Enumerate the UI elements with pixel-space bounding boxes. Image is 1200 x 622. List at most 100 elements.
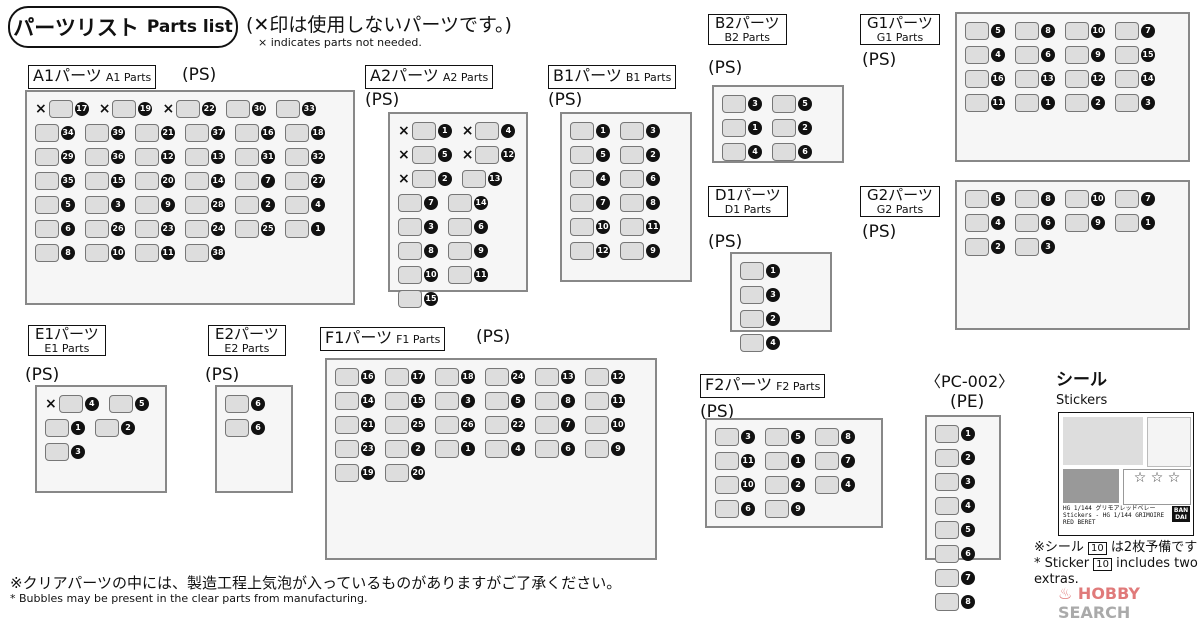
part-shape	[185, 172, 209, 190]
part-shape	[435, 392, 459, 410]
part: 11	[620, 218, 660, 236]
part-number: 11	[646, 220, 660, 234]
part-shape	[85, 220, 109, 238]
part-shape	[335, 416, 359, 434]
part-shape	[35, 124, 59, 142]
part-shape	[1015, 190, 1039, 208]
part-number: 6	[251, 397, 265, 411]
part-number: 5	[991, 24, 1005, 38]
part-number: 8	[841, 430, 855, 444]
part-number: 24	[211, 222, 225, 236]
part-shape	[35, 172, 59, 190]
part: 6	[620, 170, 660, 188]
part-number: 1	[311, 222, 325, 236]
part: 10	[570, 218, 610, 236]
sticker-group-b	[1147, 417, 1191, 467]
part-number: 13	[211, 150, 225, 164]
part-number: 9	[161, 198, 175, 212]
part-shape	[385, 440, 409, 458]
part-number: 26	[111, 222, 125, 236]
part-shape	[815, 428, 839, 446]
part-shape	[185, 124, 209, 142]
part-shape	[448, 194, 472, 212]
part-shape	[235, 196, 259, 214]
part-shape	[1115, 214, 1139, 232]
part-number: 5	[511, 394, 525, 408]
part: 4	[722, 143, 762, 161]
part-number: 5	[991, 192, 1005, 206]
part-number: 2	[261, 198, 275, 212]
part-number: 8	[961, 595, 975, 609]
part: 1	[765, 452, 805, 470]
part-number: 13	[487, 172, 502, 186]
part-number: 15	[424, 292, 438, 306]
part-number: 4	[84, 397, 99, 411]
part-number: 5	[961, 523, 975, 537]
part: 8	[815, 428, 855, 446]
part: 3	[935, 473, 975, 491]
part-shape	[965, 190, 989, 208]
part-shape	[135, 220, 159, 238]
part: 7	[935, 569, 975, 587]
part-number: 17	[411, 370, 425, 384]
part-shape	[1115, 46, 1139, 64]
part: 10	[85, 244, 125, 262]
part: 15	[85, 172, 125, 190]
part: 2	[965, 238, 1005, 256]
part-shape	[108, 395, 133, 413]
part-shape	[335, 464, 359, 482]
part-number: 1	[596, 124, 610, 138]
part-shape	[398, 290, 422, 308]
part-number: 4	[961, 499, 975, 513]
part: 8	[398, 242, 438, 260]
material-label: (PE)	[950, 392, 985, 412]
part-shape	[715, 428, 739, 446]
part-number: 1	[766, 264, 780, 278]
part-number: 21	[161, 126, 175, 140]
part-number: 4	[766, 336, 780, 350]
part-number: 2	[991, 240, 1005, 254]
part-shape	[1015, 238, 1039, 256]
part-shape	[475, 146, 500, 164]
part-shape	[1065, 46, 1089, 64]
part: 3	[722, 95, 762, 113]
runner-label-jp: E2パーツ	[215, 325, 279, 343]
part-number: 7	[424, 196, 438, 210]
part: 9	[620, 242, 660, 260]
runner-label-en: B2 Parts	[724, 31, 771, 44]
part-number: 5	[596, 148, 610, 162]
footer-note-en: * Bubbles may be present in the clear pa…	[10, 592, 368, 605]
part: 3	[715, 428, 755, 446]
part-shape	[485, 416, 509, 434]
part-number: 38	[211, 246, 225, 260]
part: 5	[108, 395, 149, 413]
part-number: 3	[424, 220, 438, 234]
part-number: 4	[841, 478, 855, 492]
part-shape	[1015, 22, 1039, 40]
part-number: 3	[71, 445, 85, 459]
part-shape	[570, 146, 594, 164]
flame-icon: ♨	[1058, 584, 1073, 603]
part-number: 23	[361, 442, 375, 456]
part-shape	[226, 100, 251, 118]
part: 7	[815, 452, 855, 470]
unused-mark-icon: ×	[45, 396, 57, 412]
part: ×5	[398, 146, 452, 164]
part-shape	[965, 94, 989, 112]
part-number: 3	[111, 198, 125, 212]
part-number: 17	[74, 102, 89, 116]
part-shape	[965, 238, 989, 256]
part-number: 3	[461, 394, 475, 408]
part-number: 19	[361, 466, 375, 480]
part: 11	[448, 266, 488, 284]
part-number: 12	[611, 370, 625, 384]
part-shape	[398, 194, 422, 212]
runner-label-jp: B1パーツ	[553, 66, 622, 85]
part-shape	[722, 95, 746, 113]
